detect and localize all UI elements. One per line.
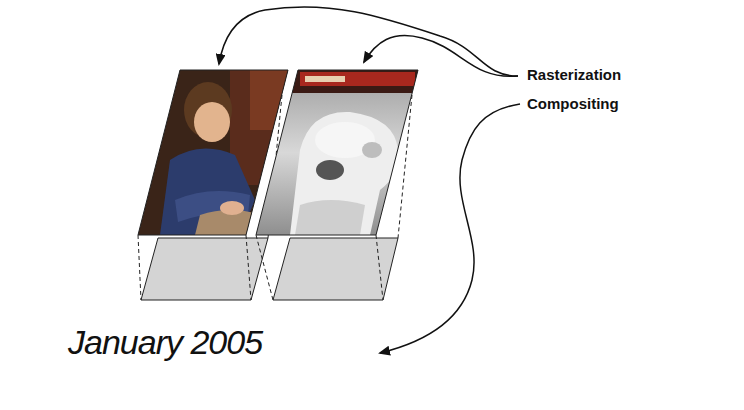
callout-label: Rasterization [527, 66, 621, 83]
page-date: January 2005 [68, 323, 262, 362]
callout-label: Compositing [527, 95, 619, 112]
calendar-page: January 2005 [10, 205, 435, 405]
page-outline [10, 205, 435, 407]
